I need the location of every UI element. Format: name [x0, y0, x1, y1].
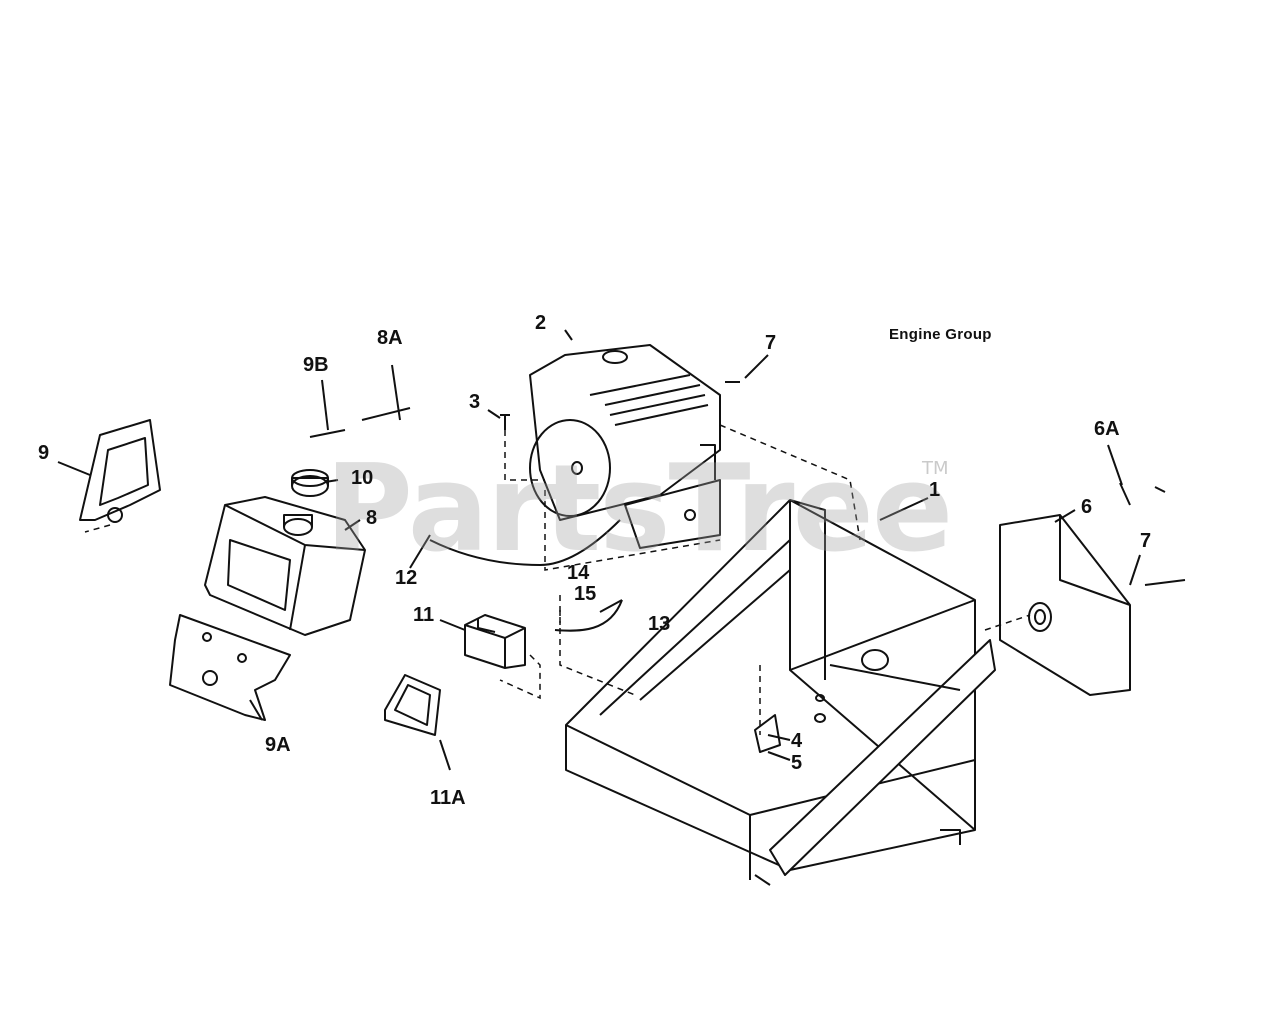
callout-8A: 8A	[377, 327, 403, 349]
callout-5: 5	[791, 752, 803, 774]
callout-11: 11	[413, 604, 435, 626]
bracket-part-9A	[169, 614, 291, 721]
callout-10: 10	[351, 467, 374, 489]
callout-13: 13	[648, 613, 671, 635]
callout-8: 8	[366, 507, 378, 529]
callout-6A: 6A	[1094, 418, 1120, 440]
callout-2: 2	[535, 312, 547, 334]
callout-15: 15	[574, 583, 597, 605]
callout-6: 6	[1081, 496, 1093, 518]
callout-12: 12	[395, 567, 418, 589]
wire-part-13	[554, 599, 623, 632]
bolt-part-7b	[1144, 579, 1186, 586]
fuel-tank-part-8	[204, 496, 366, 636]
engine-part-2	[529, 344, 721, 549]
battery-part-11	[464, 614, 526, 669]
callout-7-right: 7	[1140, 530, 1152, 552]
callout-7-top: 7	[765, 332, 777, 354]
callout-9: 9	[38, 442, 50, 464]
pin-part-6A	[1119, 482, 1131, 506]
handle-part-9	[79, 419, 161, 523]
clip-part-9B	[309, 429, 346, 438]
callout-11A: 11A	[430, 787, 466, 809]
frame-part-1	[565, 499, 996, 886]
diagram-title: Engine Group	[889, 326, 992, 343]
callout-4: 4	[791, 730, 803, 752]
callout-3: 3	[469, 391, 481, 413]
side-panel-part-6	[999, 514, 1131, 696]
callout-9A: 9A	[265, 734, 291, 756]
battery-holder-part-11A	[384, 674, 441, 736]
callout-1: 1	[929, 479, 941, 501]
callout-9B: 9B	[303, 354, 329, 376]
plate-part-4	[754, 714, 781, 753]
cable-part-12	[429, 519, 621, 566]
strap-part-8A	[361, 407, 411, 421]
fuel-cap-part-10	[291, 469, 329, 497]
callout-14: 14	[567, 562, 590, 584]
watermark-trademark: TM	[922, 458, 949, 479]
